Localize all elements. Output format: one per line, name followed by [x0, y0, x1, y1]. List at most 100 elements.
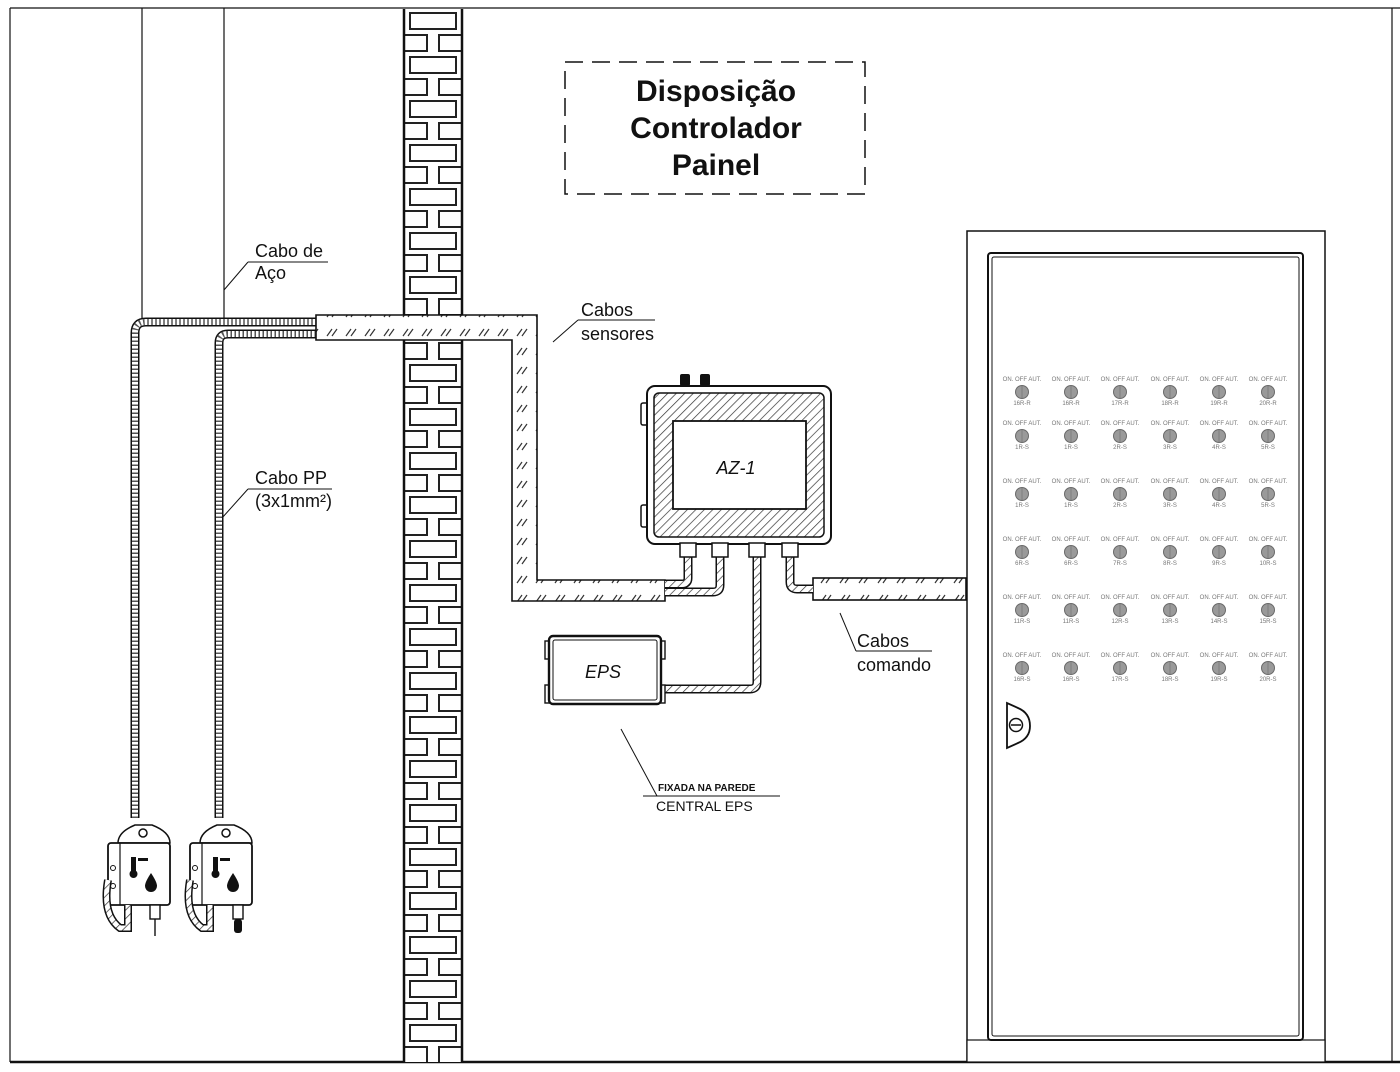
switch-label: 4R-S	[1212, 445, 1226, 451]
switch-state-labels: ON. OFF AUT.	[1052, 479, 1091, 485]
controller-label: AZ-1	[715, 458, 755, 478]
panel-switch: ON. OFF AUT.16R-S	[1052, 653, 1091, 683]
panel-switch: ON. OFF AUT.2R-S	[1101, 479, 1140, 509]
switch-label: 19R-R	[1210, 401, 1228, 407]
switch-state-labels: ON. OFF AUT.	[1003, 595, 1042, 601]
title-line-1: Disposição	[636, 75, 796, 108]
switch-grid: ON. OFF AUT. 16R-R ON. OFF AUT. 16R-R ON. OF…	[1003, 377, 1288, 683]
panel-switch: ON. OFF AUT. 15R-S	[1249, 595, 1288, 625]
eps-box: EPS	[544, 634, 666, 706]
switch-label: 3R-S	[1163, 503, 1177, 509]
panel-switch: ON. OFF AUT.6R-S	[1052, 537, 1091, 567]
panel-switch: ON. OFF AUT. 13R-S	[1151, 595, 1190, 625]
switch-label: 6R-S	[1015, 561, 1029, 567]
switch-state-labels: ON. OFF AUT.	[1003, 653, 1042, 659]
switch-state-labels: ON. OFF AUT.	[1101, 595, 1140, 601]
panel-switch: ON. OFF AUT. 3R-S	[1151, 479, 1190, 509]
panel-switch: ON. OFF AUT. 19R-R	[1200, 377, 1239, 407]
switch-label: 1R-S	[1015, 445, 1029, 451]
command-conduit	[812, 577, 967, 601]
switch-state-labels: ON. OFF AUT.	[1249, 595, 1288, 601]
panel-switch: ON. OFF AUT.17R-S	[1101, 653, 1140, 683]
switch-label: 20R-S	[1259, 677, 1276, 683]
switch-label: 9R-S	[1212, 561, 1226, 567]
door-lock	[1006, 701, 1031, 750]
eps-note-text: CENTRAL EPS	[656, 798, 753, 814]
switch-state-labels: ON. OFF AUT.	[1249, 537, 1288, 543]
label-cabo-aco-line2: Aço	[255, 263, 286, 283]
panel-switch: ON. OFF AUT.2R-S	[1101, 421, 1140, 451]
switch-label: 14R-S	[1210, 619, 1227, 625]
steel-cables	[141, 8, 225, 318]
switch-label: 8R-S	[1163, 561, 1177, 567]
switch-state-labels: ON. OFF AUT.	[1200, 479, 1239, 485]
switch-state-labels: ON. OFF AUT.	[1052, 377, 1091, 383]
controller-az1: AZ-1	[640, 374, 832, 558]
switch-state-labels: ON. OFF AUT.	[1151, 595, 1190, 601]
controller-cables	[665, 555, 813, 694]
title-line-2: Controlador	[630, 112, 802, 145]
label-cabos-sensores-line2: sensores	[581, 324, 654, 344]
switch-label: 11R-S	[1014, 619, 1031, 625]
panel-switch: ON. OFF AUT. 7R-S	[1101, 537, 1140, 567]
switch-state-labels: ON. OFF AUT.	[1151, 537, 1190, 543]
switch-state-labels: ON. OFF AUT.	[1003, 537, 1042, 543]
title-box: Disposição Controlador Painel	[564, 61, 866, 195]
switch-label: 16R-S	[1013, 677, 1030, 683]
switch-state-labels: ON. OFF AUT.	[1101, 377, 1140, 383]
switch-label: 5R-S	[1261, 445, 1275, 451]
switch-state-labels: ON. OFF AUT.	[1200, 537, 1239, 543]
switch-state-labels: ON. OFF AUT.	[1151, 479, 1190, 485]
switch-state-labels: ON. OFF AUT.	[1101, 537, 1140, 543]
panel-switch: ON. OFF AUT.3R-S	[1151, 421, 1190, 451]
switch-label: 18R-S	[1161, 677, 1178, 683]
switch-state-labels: ON. OFF AUT.	[1200, 653, 1239, 659]
switch-label: 16R-R	[1062, 401, 1080, 407]
label-cabos-sensores: Cabos sensores	[552, 300, 655, 344]
switch-state-labels: ON. OFF AUT.	[1249, 653, 1288, 659]
switch-state-labels: ON. OFF AUT.	[1052, 653, 1091, 659]
panel-switch: ON. OFF AUT.10R-S	[1249, 537, 1288, 567]
switch-label: 12R-S	[1111, 619, 1128, 625]
label-cabo-aco: Cabo de Aço	[223, 241, 328, 291]
switch-state-labels: ON. OFF AUT.	[1200, 595, 1239, 601]
eps-label: EPS	[585, 662, 621, 682]
control-panel: ON. OFF AUT. 16R-R ON. OFF AUT. 16R-R ON. OF…	[966, 230, 1326, 1063]
switch-label: 5R-S	[1261, 503, 1275, 509]
sensor-conduit	[315, 314, 666, 602]
switch-state-labels: ON. OFF AUT.	[1101, 653, 1140, 659]
label-cabo-pp: Cabo PP (3x1mm²)	[221, 468, 332, 519]
panel-switch: ON. OFF AUT. 1R-S	[1052, 479, 1091, 509]
switch-state-labels: ON. OFF AUT.	[1101, 479, 1140, 485]
panel-switch: ON. OFF AUT. 8R-S	[1151, 537, 1190, 567]
switch-state-labels: ON. OFF AUT.	[1249, 479, 1288, 485]
switch-label: 1R-S	[1064, 503, 1078, 509]
switch-label: 17R-R	[1111, 401, 1129, 407]
switch-label: 16R-R	[1013, 401, 1031, 407]
panel-switch: ON. OFF AUT. 9R-S	[1200, 537, 1239, 567]
switch-state-labels: ON. OFF AUT.	[1052, 595, 1091, 601]
switch-label: 19R-S	[1210, 677, 1227, 683]
eps-note-small: FIXADA NA PAREDE	[658, 783, 756, 794]
switch-state-labels: ON. OFF AUT.	[1052, 537, 1091, 543]
switch-label: 7R-S	[1113, 561, 1127, 567]
switch-label: 13R-S	[1161, 619, 1178, 625]
switch-label: 1R-S	[1064, 445, 1078, 451]
label-cabos-comando: Cabos comando	[839, 612, 932, 675]
panel-switch: ON. OFF AUT. 4R-S	[1200, 421, 1239, 451]
panel-switch: ON. OFF AUT. 6R-S	[1003, 537, 1042, 567]
switch-state-labels: ON. OFF AUT.	[1003, 377, 1042, 383]
switch-state-labels: ON. OFF AUT.	[1200, 421, 1239, 427]
label-cabos-sensores-line1: Cabos	[581, 300, 633, 320]
panel-switch: ON. OFF AUT. 14R-S	[1200, 595, 1239, 625]
switch-state-labels: ON. OFF AUT.	[1200, 377, 1239, 383]
label-cabos-comando-line2: comando	[857, 655, 931, 675]
switch-label: 3R-S	[1163, 445, 1177, 451]
panel-switch: ON. OFF AUT. 12R-S	[1101, 595, 1140, 625]
switch-label: 18R-R	[1161, 401, 1179, 407]
switch-label: 15R-S	[1259, 619, 1276, 625]
panel-switch: ON. OFF AUT.1R-S	[1003, 479, 1042, 509]
switch-label: 2R-S	[1113, 445, 1127, 451]
panel-switch: ON. OFF AUT. 11R-S	[1003, 595, 1042, 625]
